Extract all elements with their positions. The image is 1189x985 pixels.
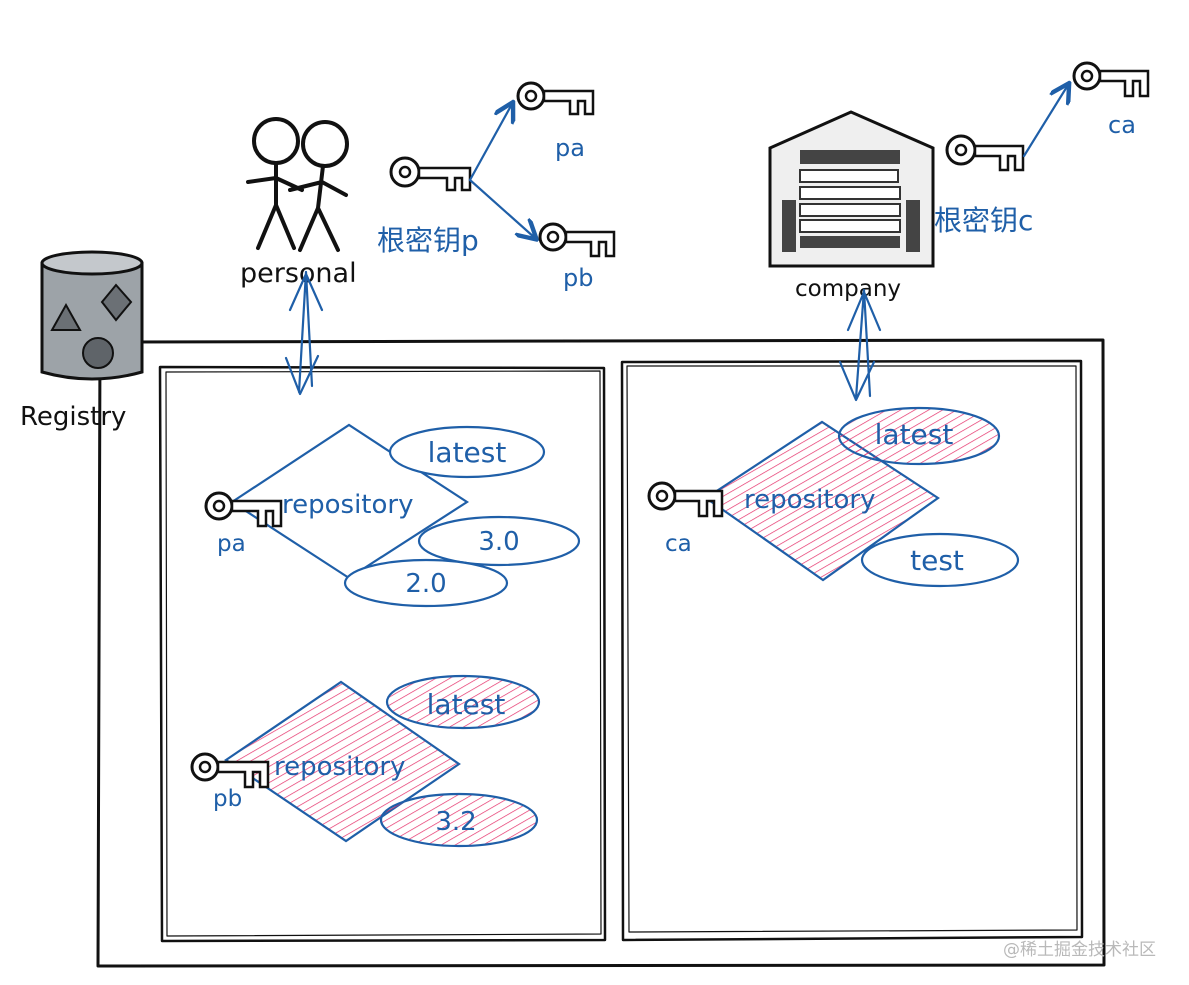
key-pa-icon xyxy=(516,81,595,116)
key-ca-repo-icon xyxy=(647,481,724,518)
company-building-icon xyxy=(768,110,935,268)
key-ca-top-icon xyxy=(1072,61,1150,98)
tag-latest-oval-company xyxy=(837,406,1001,466)
company-namespace-box xyxy=(620,359,1084,942)
tag-3-2-oval-signed xyxy=(379,792,539,848)
tag-3-0-oval xyxy=(417,515,581,567)
tag-latest-oval xyxy=(388,425,546,479)
tag-test-oval xyxy=(860,532,1020,588)
key-ca-top-label: ca xyxy=(1108,111,1136,139)
registry-label: Registry xyxy=(20,402,126,432)
root-key-p-icon xyxy=(389,156,472,192)
tag-label: 3.2 xyxy=(435,807,476,837)
derive-arrows-p xyxy=(468,104,535,238)
tag-label: latest xyxy=(427,688,506,721)
tag-label: 3.0 xyxy=(478,527,519,557)
repository-label: repository xyxy=(744,485,875,515)
personal-label: personal xyxy=(240,258,357,289)
tag-label: latest xyxy=(875,418,954,451)
root-key-c-icon xyxy=(945,134,1025,172)
registry-frame xyxy=(96,338,1106,968)
key-pb-repo-label: pb xyxy=(213,786,242,812)
personal-link-arrow xyxy=(284,270,324,396)
registry-icon xyxy=(40,250,144,381)
root-key-p-label: 根密钥p xyxy=(377,224,479,257)
key-pa-label: pa xyxy=(555,134,585,162)
derive-arrow-c xyxy=(1022,85,1068,158)
company-label: company xyxy=(795,276,901,302)
key-pb-repo-icon xyxy=(190,752,270,789)
tag-label: latest xyxy=(428,436,507,469)
tag-2-0-oval xyxy=(343,558,509,608)
tag-label: test xyxy=(910,544,964,577)
company-link-arrow xyxy=(838,288,882,402)
key-pa-repo-label: pa xyxy=(217,531,246,557)
key-pb-label: pb xyxy=(563,264,593,292)
key-ca-repo-label: ca xyxy=(665,531,692,557)
personal-users-icon xyxy=(246,117,349,252)
repository-label: repository xyxy=(282,490,413,520)
tag-label: 2.0 xyxy=(405,569,446,599)
key-pa-repo-icon xyxy=(204,491,283,528)
repository-label: repository xyxy=(274,752,405,782)
repository-diamond-pb xyxy=(224,680,461,843)
repository-diamond-pa xyxy=(229,423,470,580)
root-key-c-label: 根密钥c xyxy=(934,204,1033,237)
watermark: @稀土掘金技术社区 xyxy=(1003,940,1156,960)
key-pb-icon xyxy=(538,222,616,258)
personal-namespace-box xyxy=(158,365,607,943)
tag-latest-oval-signed xyxy=(385,674,541,730)
